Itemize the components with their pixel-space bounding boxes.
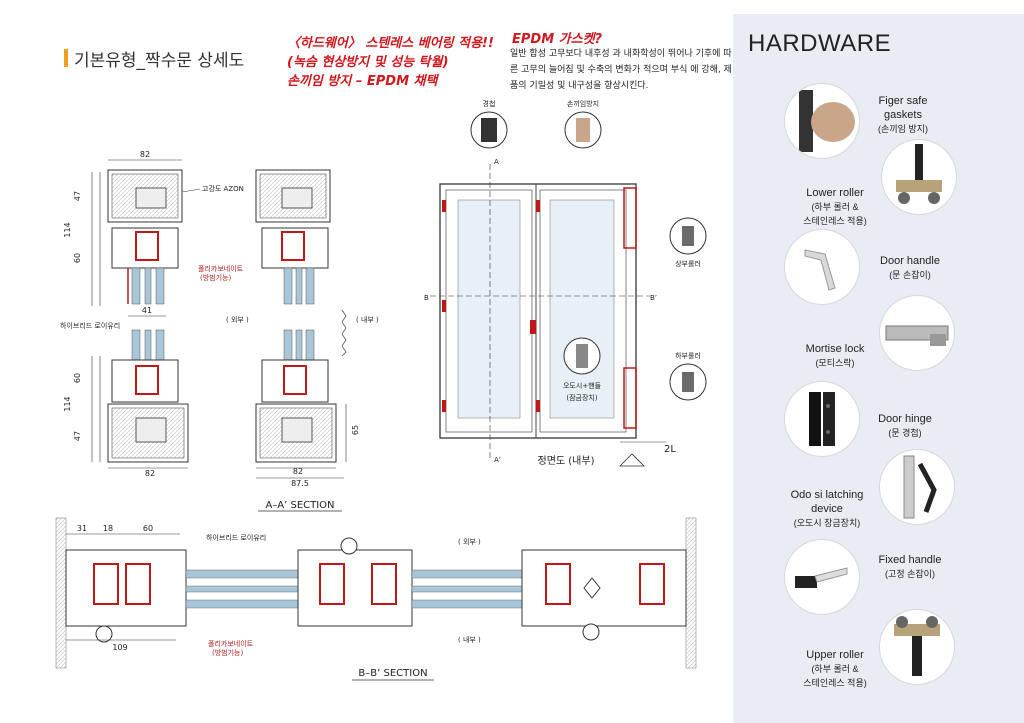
dim-60-bb: 60 — [143, 524, 153, 533]
hw-finger-gasket-label: Figer safe gaskets (손끼임 방지) — [878, 95, 928, 134]
hw-mortise-lock-label: Mortise lock (모티스락) — [805, 343, 865, 368]
hardware-title: HARDWARE — [748, 30, 892, 57]
finger-gasket-image — [785, 84, 859, 158]
dim-60-bottom: 60 — [73, 373, 82, 383]
polycarbonate-label-bb-1: 폴리카보네이트 — [208, 639, 254, 648]
aa-profile-bottom-left — [107, 329, 189, 463]
dim-82-top: 82 — [140, 150, 150, 159]
dim-47-top: 47 — [73, 191, 82, 201]
hw-door-hinge-label: Door hinge (문 경첩) — [878, 413, 932, 438]
aa-profile-top-right — [255, 169, 331, 305]
cut-a-top: A — [494, 158, 499, 166]
dim-18: 18 — [103, 524, 113, 533]
bb-section — [55, 517, 697, 669]
aa-section-caption: A–A’ SECTION — [265, 500, 334, 511]
cut-a-bottom: A’ — [494, 456, 501, 464]
door-elevation — [439, 183, 637, 439]
hardware-headline: 〈하드웨어〉 스텐레스 베어링 적용!! — [287, 36, 494, 51]
inside-label-aa: ( 내부 ) — [356, 315, 379, 324]
dim-41: 41 — [142, 306, 152, 315]
two-l-label: 2L — [664, 444, 676, 455]
dim-114-top: 114 — [63, 222, 72, 237]
upper-roller-callout-label: 상부롤러 — [675, 259, 701, 268]
aa-profile-top-left — [107, 169, 183, 305]
door-hinge-image — [785, 382, 859, 456]
outside-label-bb: ( 외부 ) — [458, 537, 481, 546]
dim-87-5: 87.5 — [291, 479, 309, 488]
dim-109: 109 — [112, 643, 127, 652]
technical-drawing: 82 47 114 60 41 고강도 AZON 폴리카보네이트 (방범기능) … — [55, 99, 707, 681]
page-title: 기본유형_짝수문 상세도 — [74, 51, 245, 71]
title-accent-bar — [64, 49, 68, 67]
hinge-callout-label: 경첩 — [483, 99, 496, 108]
upper-roller-image — [880, 610, 954, 684]
dim-82-bottom-right: 82 — [293, 467, 303, 476]
hardware-subline: (녹슴 현상방지 및 성능 탁월) — [287, 55, 449, 70]
dim-31: 31 — [77, 524, 87, 533]
cut-b-right: B’ — [650, 294, 657, 302]
outside-label-aa: ( 외부 ) — [226, 315, 249, 324]
hw-lower-roller-label: Lower roller (하부 롤러 & 스테인레스 적용) — [803, 187, 867, 226]
odo-callout-label-1: 오도시+핸들 — [563, 381, 602, 390]
aa-profile-bottom-right — [255, 329, 337, 463]
polycarbonate-label-bb-2: (방범기능) — [212, 648, 243, 657]
dim-65: 65 — [351, 425, 360, 435]
door-handle-image — [785, 230, 859, 304]
section-break-symbol — [341, 309, 347, 357]
epdm-title: EPDM 가스켓? — [512, 32, 603, 47]
hw-door-handle-label: Door handle (문 손잡이) — [880, 255, 940, 280]
elevation-caption: 정면도 (내부) — [538, 455, 595, 467]
hw-odo-latch-label: Odo si latching device (오도시 장금장치) — [790, 489, 864, 528]
hw-fixed-handle-label: Fixed handle (고정 손잡이) — [878, 554, 942, 579]
elevation-marker-icon — [619, 453, 645, 467]
azon-label: 고강도 AZON — [202, 184, 244, 193]
lower-roller-callout-label: 하부롤러 — [675, 351, 701, 360]
hw-upper-roller-label: Upper roller (하부 롤러 & 스테인레스 적용) — [803, 649, 867, 688]
hybrid-glass-label-bb: 하이브리드 로이유리 — [206, 533, 266, 542]
dim-114-bottom: 114 — [63, 396, 72, 411]
dim-47-bottom: 47 — [73, 431, 82, 441]
polycarbonate-label-aa-2: (방범기능) — [200, 273, 231, 282]
epdm-headline: 손끼임 방지 – EPDM 채택 — [287, 74, 438, 89]
cut-b-left: B — [424, 294, 429, 302]
dim-60-top: 60 — [73, 253, 82, 263]
polycarbonate-label-aa-1: 폴리카보네이트 — [198, 264, 244, 273]
epdm-description: 일반 합성 고무보다 내후성 과 내화학성이 뛰어나 기후에 따른 고무의 늘어… — [510, 49, 732, 91]
odo-latch-image — [880, 450, 954, 524]
bb-section-caption: B–B’ SECTION — [358, 668, 427, 679]
odo-callout-label-2: (잠금장치) — [566, 393, 597, 402]
lower-roller-image — [882, 140, 956, 214]
mortise-lock-image — [880, 296, 954, 370]
dim-82-bottom-left: 82 — [145, 469, 155, 478]
finger-guard-callout-label: 손끼임방지 — [567, 99, 599, 108]
inside-label-bb: ( 내부 ) — [458, 635, 481, 644]
hybrid-glass-label-aa: 하이브리드 로이유리 — [60, 321, 120, 330]
fixed-handle-image — [785, 540, 859, 614]
hardware-sidebar — [733, 14, 1024, 723]
